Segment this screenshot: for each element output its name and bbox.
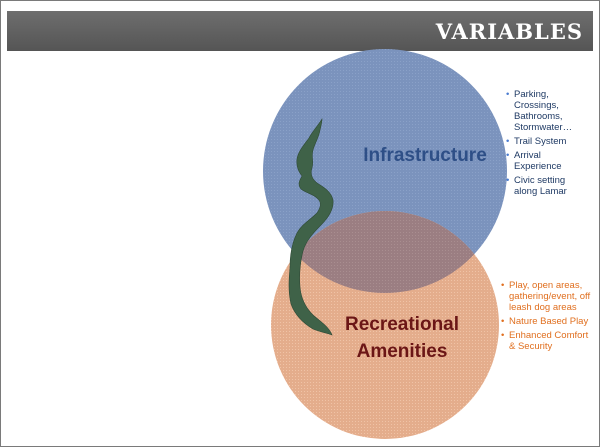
recreational-label-line1: Recreational [344, 314, 460, 335]
list-item: Trail System [506, 136, 586, 147]
list-item: Arrival Experience [506, 150, 586, 172]
creek-shape [288, 117, 334, 336]
list-item: Play, open areas, gathering/event, off l… [501, 280, 593, 313]
slide-title: VARIABLES [435, 19, 583, 44]
recreational-amenities-label: Recreational Amenities [331, 311, 473, 365]
list-item: Civic setting along Lamar [506, 175, 586, 197]
title-bar: VARIABLES [7, 11, 593, 51]
list-item: Enhanced Comfort & Security [501, 330, 593, 352]
list-item: Parking, Crossings, Bathrooms, Stormwate… [506, 89, 586, 133]
list-item: Nature Based Play [501, 316, 593, 327]
recreational-amenities-bullet-list: Play, open areas, gathering/event, off l… [501, 280, 593, 355]
recreational-label-line2: Amenities [356, 341, 448, 362]
infrastructure-label: Infrastructure [363, 145, 487, 166]
circle-overlap [271, 211, 499, 293]
infrastructure-bullet-list: Parking, Crossings, Bathrooms, Stormwate… [506, 89, 586, 200]
